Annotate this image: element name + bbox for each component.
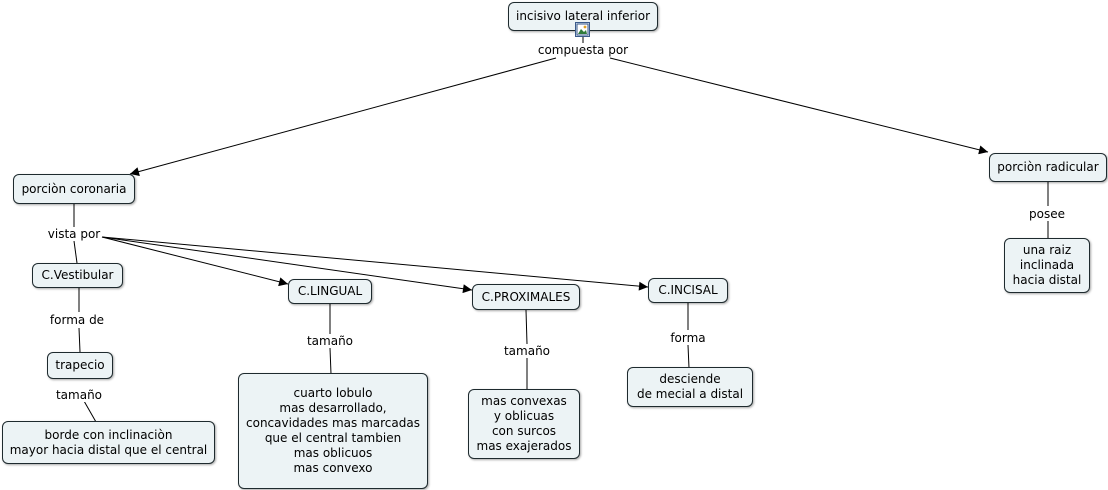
link-label-forma: forma [669, 331, 707, 345]
image-icon[interactable] [575, 22, 590, 37]
link-label-tamano-trapecio: tamaño [54, 388, 104, 402]
arrow-to-incisal [101, 236, 649, 291]
node-trapecio[interactable]: trapecio [47, 352, 113, 379]
node-desciende[interactable]: desciende de mecial a distal [627, 367, 753, 407]
node-c-proximales[interactable]: C.PROXIMALES [472, 284, 580, 310]
node-una-raiz[interactable]: una raiz inclinada hacia distal [1004, 238, 1090, 293]
node-porcion-radicular[interactable]: porciòn radicular [989, 153, 1107, 182]
arrow-to-proximales [101, 236, 473, 294]
line-tamano-borde [83, 400, 97, 423]
line-forma-desciende [687, 344, 690, 369]
link-label-vista-por: vista por [46, 227, 102, 241]
link-label-forma-de: forma de [48, 313, 106, 327]
node-c-incisal[interactable]: C.INCISAL [648, 278, 728, 303]
node-c-lingual[interactable]: C.LINGUAL [288, 279, 372, 304]
line-tamano-cuarto [329, 347, 332, 375]
line-proximales-tamano [525, 309, 528, 345]
line-vista-vestibular [73, 240, 78, 264]
arrow-to-coronaria [129, 57, 557, 176]
link-label-posee: posee [1028, 207, 1066, 221]
node-mas-convexas[interactable]: mas convexas y oblicuas con surcos mas e… [468, 389, 580, 459]
node-cuarto-lobulo[interactable]: cuarto lobulo mas desarrollado, concavid… [238, 373, 428, 489]
link-label-tamano-proximales: tamaño [502, 344, 552, 358]
link-label-tamano-lingual: tamaño [305, 334, 355, 348]
arrow-to-lingual [101, 236, 289, 287]
link-label-compuesta-por: compuesta por [536, 43, 630, 57]
line-formade-trapecio [78, 327, 81, 353]
node-borde-inclinacion[interactable]: borde con inclinaciòn mayor hacia distal… [2, 421, 215, 464]
node-c-vestibular[interactable]: C.Vestibular [32, 263, 123, 288]
arrow-to-radicular [609, 57, 989, 155]
node-porcion-coronaria[interactable]: porciòn coronaria [13, 174, 135, 204]
